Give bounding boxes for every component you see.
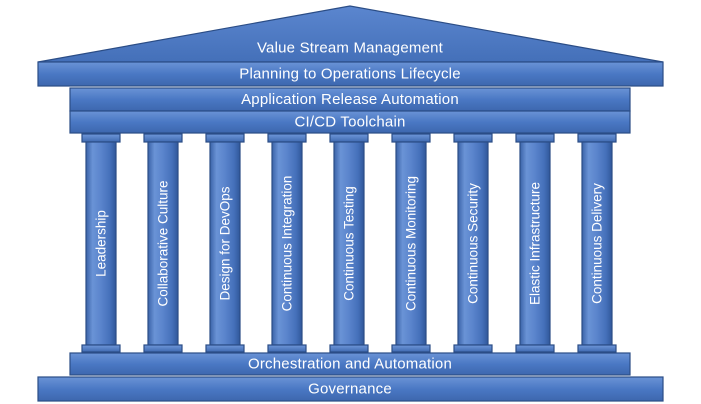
pillar-capital [391,133,431,143]
pillar-shaft [209,141,241,346]
pillars-group: Leadership Collaborative Culture Design fo… [81,133,617,353]
band-orchestration-label: Orchestration and Automation [248,356,452,373]
pillar-base [329,344,369,353]
pillar-continuous-security: Continuous Security [453,133,493,353]
pillar-capital [205,133,245,143]
pillar-shaft [271,141,303,346]
pillar-continuous-delivery: Continuous Delivery [577,133,617,353]
pillar-shaft [147,141,179,346]
roof-label: Value Stream Management [257,40,444,57]
pillar-label: Continuous Delivery [590,183,605,304]
band-planning [37,61,664,87]
pillar-capital [267,133,307,143]
pillar-base [453,344,493,353]
pillar-shaft [581,141,613,346]
pillar-capital [329,133,369,143]
pillar-leadership: Leadership [81,133,121,353]
band-release-label: Application Release Automation [241,91,459,108]
pillar-base [391,344,431,353]
pillar-label: Collaborative Culture [156,180,171,306]
pillar-label: Continuous Integration [280,176,295,312]
pillar-label: Continuous Testing [342,186,357,301]
band-orchestration [69,352,631,376]
pillar-continuous-monitoring: Continuous Monitoring [391,133,431,353]
pillar-label: Design for DevOps [218,186,233,300]
band-governance [37,376,664,402]
pillar-base [81,344,121,353]
pillar-collaborative-culture: Collaborative Culture [143,133,183,353]
band-planning-label: Planning to Operations Lifecycle [239,66,461,83]
pillar-label: Leadership [94,210,109,277]
pillar-capital [453,133,493,143]
pillar-base [515,344,555,353]
band-cicd-label: CI/CD Toolchain [294,114,405,131]
pillar-base [267,344,307,353]
pillar-capital [143,133,183,143]
pillar-base [143,344,183,353]
pillar-elastic-infrastructure: Elastic Infrastructure [515,133,555,353]
band-cicd [69,110,631,134]
pillar-capital [515,133,555,143]
pillar-label: Continuous Monitoring [404,176,419,311]
pillar-capital [577,133,617,143]
pillar-label: Elastic Infrastructure [528,182,543,305]
pillar-design-for-devops: Design for DevOps [205,133,245,353]
pillar-shaft [457,141,489,346]
pillar-base [205,344,245,353]
pillar-base [577,344,617,353]
pillar-continuous-testing: Continuous Testing [329,133,369,353]
pillar-shaft [333,141,365,346]
pillar-continuous-integration: Continuous Integration [267,133,307,353]
pillar-capital [81,133,121,143]
band-governance-label: Governance [308,381,392,398]
pillar-label: Continuous Security [466,183,481,304]
pillar-shaft [395,141,427,346]
